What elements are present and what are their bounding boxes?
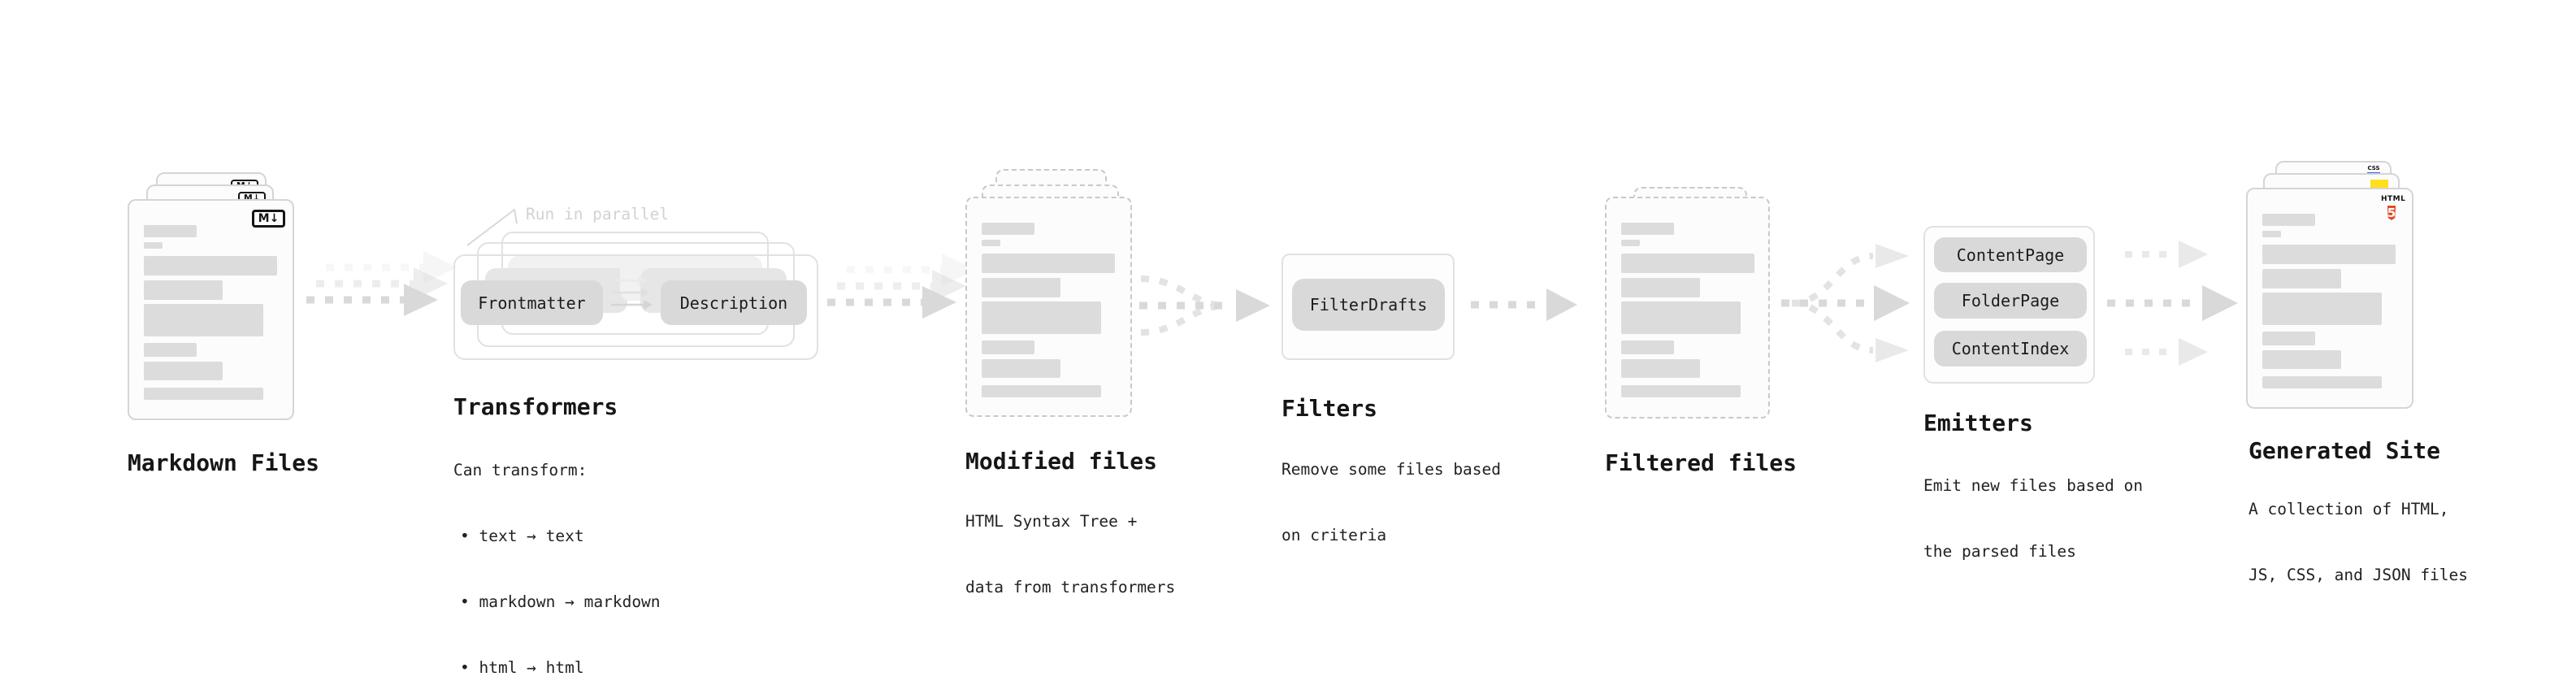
skeleton-bar <box>982 385 1101 397</box>
skeleton-bar <box>2262 214 2315 226</box>
skeleton-bar <box>1621 385 1741 397</box>
modified-files-desc-line: data from transformers <box>965 578 1176 596</box>
filters-description: Remove some files based on criteria <box>1281 414 1501 590</box>
skeleton-bar <box>1621 223 1674 235</box>
html5-icon-shield: 5 <box>2387 206 2396 220</box>
skeleton-bar <box>1621 301 1741 334</box>
skeleton-bar <box>2262 245 2396 264</box>
skeleton-bar <box>144 280 223 300</box>
parallel-leader-line <box>466 209 518 246</box>
generated-site-desc-line: JS, CSS, and JSON files <box>2249 566 2469 584</box>
filtered-file-card-front <box>1605 197 1770 419</box>
skeleton-bar <box>2262 350 2341 369</box>
skeleton-bar <box>982 223 1034 235</box>
stage-label-emitters: Emitters <box>1923 410 2033 437</box>
arrow-modified-to-filters <box>1139 275 1270 336</box>
contentindex-pill: ContentIndex <box>1934 331 2087 367</box>
transformers-note-title: Can transform: <box>453 461 588 479</box>
transformer-frame-front <box>453 254 818 360</box>
skeleton-bar <box>1621 340 1674 354</box>
arrow-markdown-to-transformers <box>306 251 458 316</box>
stage-label-transformers: Transformers <box>453 393 618 421</box>
skeleton-bar <box>982 301 1101 334</box>
skeleton-bar <box>144 242 163 249</box>
skeleton-bar <box>144 362 223 380</box>
skeleton-bar <box>982 278 1060 297</box>
skeleton-bar <box>2262 332 2315 345</box>
skeleton-bar <box>144 388 263 400</box>
skeleton-bar <box>982 340 1034 354</box>
filters-desc-line: on criteria <box>1281 526 1387 544</box>
stage-label-generated-site: Generated Site <box>2249 437 2441 465</box>
emitters-description: Emit new files based on the parsed files <box>1923 431 2143 606</box>
mini-arrow-icon <box>641 288 650 297</box>
skeleton-bar <box>982 240 1000 246</box>
emitters-desc-line: Emit new files based on <box>1923 476 2144 495</box>
skeleton-bar <box>2262 293 2382 325</box>
generated-site-description: A collection of HTML, JS, CSS, and JSON … <box>2249 454 2468 630</box>
skeleton-bar <box>982 254 1115 273</box>
skeleton-bar <box>144 225 197 237</box>
emitters-desc-line: the parsed files <box>1923 542 2076 561</box>
stage-label-filtered-files: Filtered files <box>1605 449 1798 477</box>
transformers-bullet: • html → html <box>460 658 584 677</box>
stage-label-modified-files: Modified files <box>965 448 1158 475</box>
folderpage-pill: FolderPage <box>1934 283 2087 319</box>
run-in-parallel-note: Run in parallel <box>526 205 670 223</box>
transformer-pill-arrows <box>611 275 653 310</box>
stage-label-markdown-files: Markdown Files <box>128 449 320 477</box>
skeleton-bar <box>1621 278 1700 297</box>
skeleton-bar <box>1621 254 1754 273</box>
generated-site-desc-line: A collection of HTML, <box>2249 500 2449 518</box>
arrow-emitters-to-site <box>2107 241 2238 366</box>
markdown-icon: M↓ <box>252 210 285 228</box>
skeleton-bar <box>144 343 197 357</box>
arrow-filtered-to-emitters <box>1781 244 1910 362</box>
skeleton-bar <box>1621 359 1700 378</box>
markdown-file-card-front: M↓ <box>128 199 294 420</box>
mini-arrow-icon <box>644 300 653 310</box>
modified-files-desc-line: HTML Syntax Tree + <box>965 512 1138 531</box>
skeleton-bar <box>2262 376 2382 388</box>
frontmatter-pill: Frontmatter <box>461 280 603 325</box>
mini-arrow-icon <box>639 275 648 285</box>
description-pill: Description <box>661 280 807 325</box>
skeleton-bar <box>1621 240 1640 246</box>
stage-label-filters: Filters <box>1281 395 1378 423</box>
skeleton-bar <box>982 359 1060 378</box>
css-icon-word: CSS <box>2367 165 2380 171</box>
arrow-transformers-to-modified <box>827 254 976 319</box>
transformers-description: Can transform: • text → text • markdown … <box>453 415 661 681</box>
modified-files-description: HTML Syntax Tree + data from transformer… <box>965 466 1175 642</box>
skeleton-bar <box>144 304 263 336</box>
arrow-filters-to-filtered <box>1471 288 1577 321</box>
skeleton-bar <box>144 256 277 275</box>
site-file-card-front: HTML 5 <box>2246 188 2413 409</box>
transformers-bullet: • text → text <box>460 527 584 545</box>
skeleton-bar <box>2262 269 2341 288</box>
filterdrafts-pill: FilterDrafts <box>1292 279 1445 331</box>
transformers-bullet: • markdown → markdown <box>460 592 661 611</box>
html5-icon: HTML 5 <box>2381 195 2406 223</box>
modified-file-card-front <box>965 197 1132 417</box>
skeleton-bar <box>2262 231 2281 237</box>
filters-desc-line: Remove some files based <box>1281 460 1502 479</box>
html5-icon-word: HTML <box>2381 195 2406 203</box>
contentpage-pill: ContentPage <box>1934 237 2087 272</box>
